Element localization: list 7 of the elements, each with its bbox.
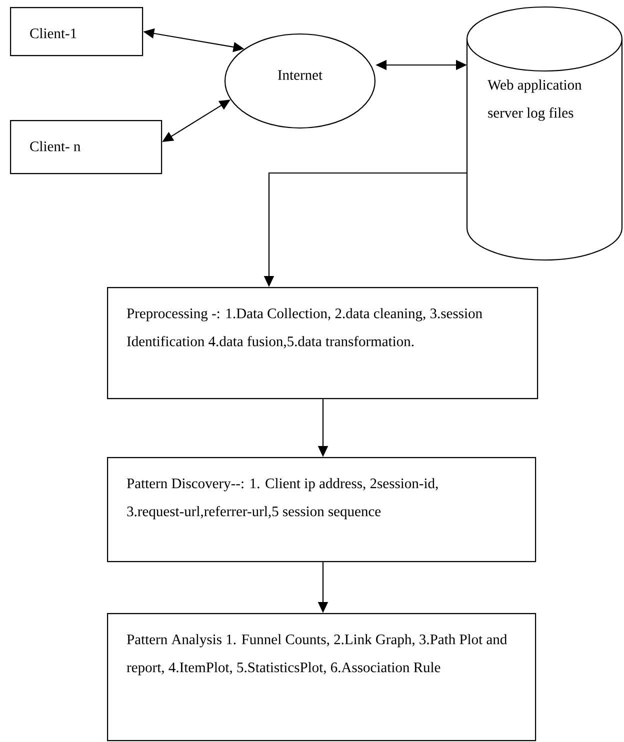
- client-box: Client- n: [10, 120, 162, 174]
- process-box: Pattern Discovery--: 1. Client ip address, 2session-id, 3.request-url,referrer-url,5 session sequence: [107, 457, 536, 562]
- process-box: Preprocessing -: 1.Data Collection, 2.data cleaning, 3.session Identification 4.data fusion,5.data transformation.: [107, 287, 538, 400]
- database-cylinder: Web application server log files: [466, 6, 623, 261]
- client-box: Client-1: [10, 7, 144, 56]
- node-label: Web application server log files: [488, 80, 582, 121]
- process-box: Pattern Analysis 1. Funnel Counts, 2.Link Graph, 3.Path Plot and report, 4.ItemPlot, 5.StatisticsPlot, 6.Association Rule: [107, 613, 536, 742]
